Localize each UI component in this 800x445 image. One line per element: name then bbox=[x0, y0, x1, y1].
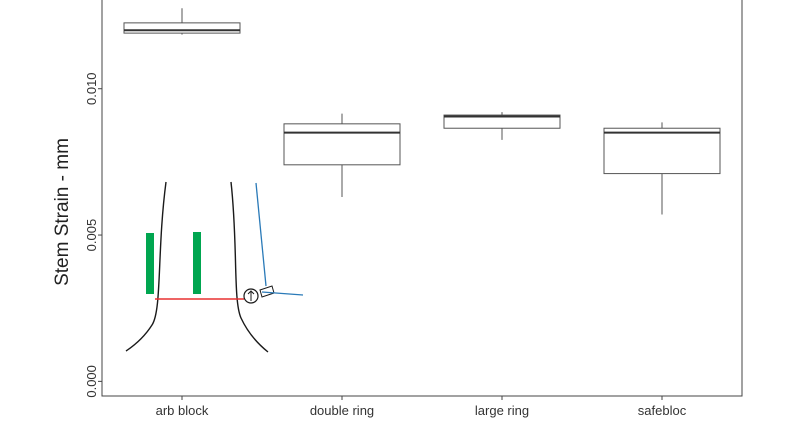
stem-left-outline bbox=[125, 181, 167, 352]
x-tick-label: safebloc bbox=[638, 403, 687, 418]
gauge-arrow bbox=[247, 290, 255, 301]
y-tick-label: 0.005 bbox=[84, 219, 99, 252]
y-tick-label: 0.000 bbox=[84, 365, 99, 398]
x-axis: arb block double ring large ring safebloc bbox=[156, 396, 687, 418]
box-iqr bbox=[443, 114, 561, 129]
y-axis-title: Stem Strain - mm bbox=[52, 138, 73, 286]
tree-stem-sketch-icon bbox=[125, 181, 304, 353]
box-double-ring bbox=[283, 113, 401, 197]
sensor-bar-left bbox=[146, 233, 154, 294]
stem-right-outline bbox=[230, 181, 269, 353]
y-tick-label: 0.010 bbox=[84, 72, 99, 105]
x-tick-label: double ring bbox=[310, 403, 374, 418]
box-safebloc bbox=[603, 122, 721, 215]
box-series bbox=[123, 8, 721, 215]
blue-stem-line bbox=[255, 182, 267, 287]
y-axis: 0.000 0.005 0.010 bbox=[84, 72, 102, 398]
sensor-bar-right bbox=[193, 232, 201, 294]
blue-arm-line bbox=[261, 291, 304, 296]
x-tick-label: arb block bbox=[156, 403, 209, 418]
box-iqr bbox=[123, 22, 241, 34]
box-large-ring bbox=[443, 112, 561, 140]
box-arb-block bbox=[123, 8, 241, 35]
gauge-circle bbox=[243, 288, 259, 304]
box-iqr bbox=[283, 123, 401, 166]
x-tick-label: large ring bbox=[475, 403, 529, 418]
plot-panel-border bbox=[101, 0, 743, 397]
box-iqr bbox=[603, 127, 721, 175]
